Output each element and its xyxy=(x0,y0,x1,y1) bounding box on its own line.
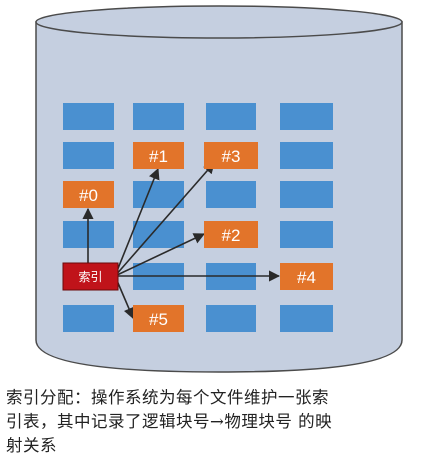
free-block xyxy=(133,181,184,208)
free-block xyxy=(280,181,333,208)
file-block-5: #5 xyxy=(133,305,184,332)
file-block-2-label: #2 xyxy=(222,226,241,245)
arrow-to-block-3 xyxy=(114,162,215,277)
arrow-to-block-2 xyxy=(114,233,206,277)
free-block xyxy=(280,221,333,248)
caption: 索引分配：操作系统为每个文件维护一张索 引表，其中记录了逻辑块号→物理块号 的映… xyxy=(6,386,434,458)
index-allocation-diagram: #0 #1 #3 #2 #4 #5 索引 xyxy=(35,5,403,373)
file-block-1: #1 xyxy=(133,142,184,169)
free-block xyxy=(63,103,114,130)
free-block xyxy=(63,142,114,169)
free-block xyxy=(206,181,256,208)
file-block-5-label: #5 xyxy=(149,310,168,329)
file-block-0-label: #0 xyxy=(79,186,98,205)
free-blocks xyxy=(63,103,333,332)
file-block-1-label: #1 xyxy=(149,147,168,166)
free-block xyxy=(133,103,184,130)
file-block-3-label: #3 xyxy=(222,147,241,166)
file-block-2: #2 xyxy=(204,221,258,248)
arrow-to-block-1 xyxy=(114,167,160,277)
file-block-4: #4 xyxy=(280,263,333,290)
file-block-4-label: #4 xyxy=(297,268,316,287)
disk-cylinder-top xyxy=(35,5,403,39)
free-block xyxy=(280,142,333,169)
file-block-0: #0 xyxy=(63,181,114,208)
caption-line-3: 射关系 xyxy=(6,436,57,455)
free-block xyxy=(63,305,114,332)
free-block xyxy=(206,305,256,332)
free-block xyxy=(206,103,256,130)
free-block xyxy=(280,305,333,332)
file-block-3: #3 xyxy=(204,142,258,169)
free-block xyxy=(280,103,333,130)
caption-line-1: 索引分配：操作系统为每个文件维护一张索 xyxy=(6,388,329,407)
index-arrows xyxy=(82,162,281,320)
free-block xyxy=(133,221,184,248)
index-block: 索引 xyxy=(62,262,119,291)
caption-line-2: 引表，其中记录了逻辑块号→物理块号 的映 xyxy=(6,412,333,431)
index-block-label: 索引 xyxy=(78,270,102,284)
